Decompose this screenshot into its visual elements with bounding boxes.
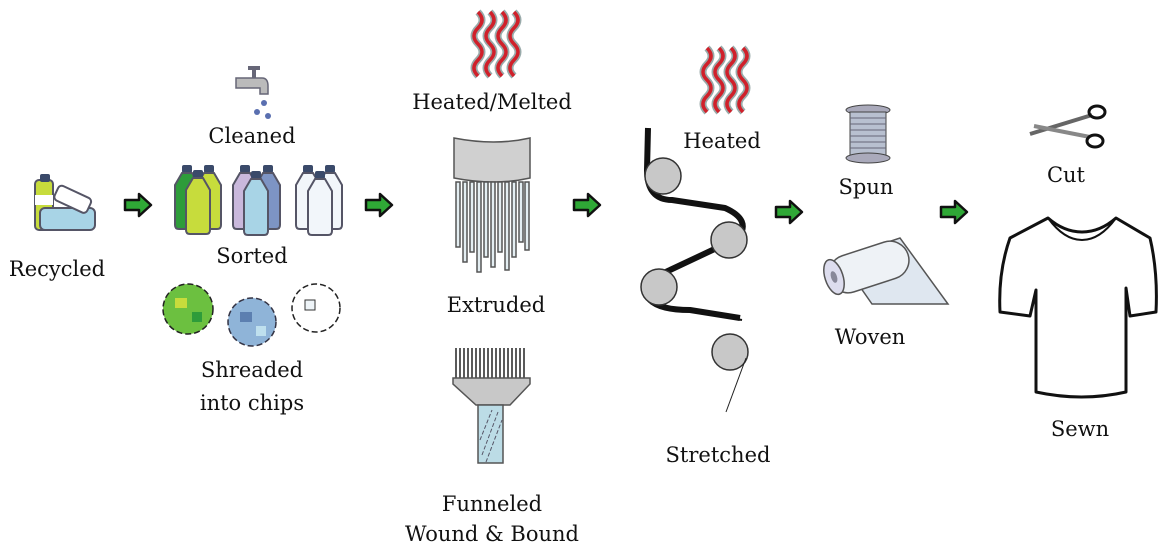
scissors-icon xyxy=(1029,104,1107,149)
label-shredded-line2: into chips xyxy=(200,391,304,415)
heat-waves-icon xyxy=(474,12,518,76)
fabric-roll-icon xyxy=(823,237,950,305)
stretching-rollers-icon xyxy=(640,127,749,413)
recycled-bottles-icon xyxy=(34,174,96,231)
arrow-icon xyxy=(774,199,804,225)
label-shredded-line1: Shreaded xyxy=(201,358,303,382)
label-cut: Cut xyxy=(1047,163,1086,187)
arrow-icon xyxy=(939,199,969,225)
sorted-bottles-icon xyxy=(174,164,343,236)
label-woven: Woven xyxy=(835,325,906,349)
label-heated: Heated xyxy=(683,129,761,153)
arrow-icon xyxy=(123,192,153,218)
heat-waves-icon xyxy=(703,48,747,112)
extruder-icon xyxy=(453,137,531,273)
label-recycled: Recycled xyxy=(9,257,105,281)
label-spun: Spun xyxy=(839,175,894,199)
label-funneled-line1: Funneled xyxy=(442,492,542,516)
label-sorted: Sorted xyxy=(216,244,287,268)
label-stretched: Stretched xyxy=(666,443,771,467)
t-shirt-icon xyxy=(998,216,1158,399)
arrow-icon xyxy=(572,192,602,218)
label-sewn: Sewn xyxy=(1051,417,1109,441)
arrow-icon xyxy=(364,192,394,218)
faucet-icon xyxy=(235,66,271,119)
label-extruded: Extruded xyxy=(447,293,546,317)
plastic-chips-icon xyxy=(162,283,341,347)
thread-spool-icon xyxy=(845,104,891,164)
label-cleaned: Cleaned xyxy=(208,124,295,148)
funnel-icon xyxy=(452,348,531,464)
label-funneled-line2: Wound & Bound xyxy=(405,522,579,546)
label-heated-melted: Heated/Melted xyxy=(412,90,572,114)
